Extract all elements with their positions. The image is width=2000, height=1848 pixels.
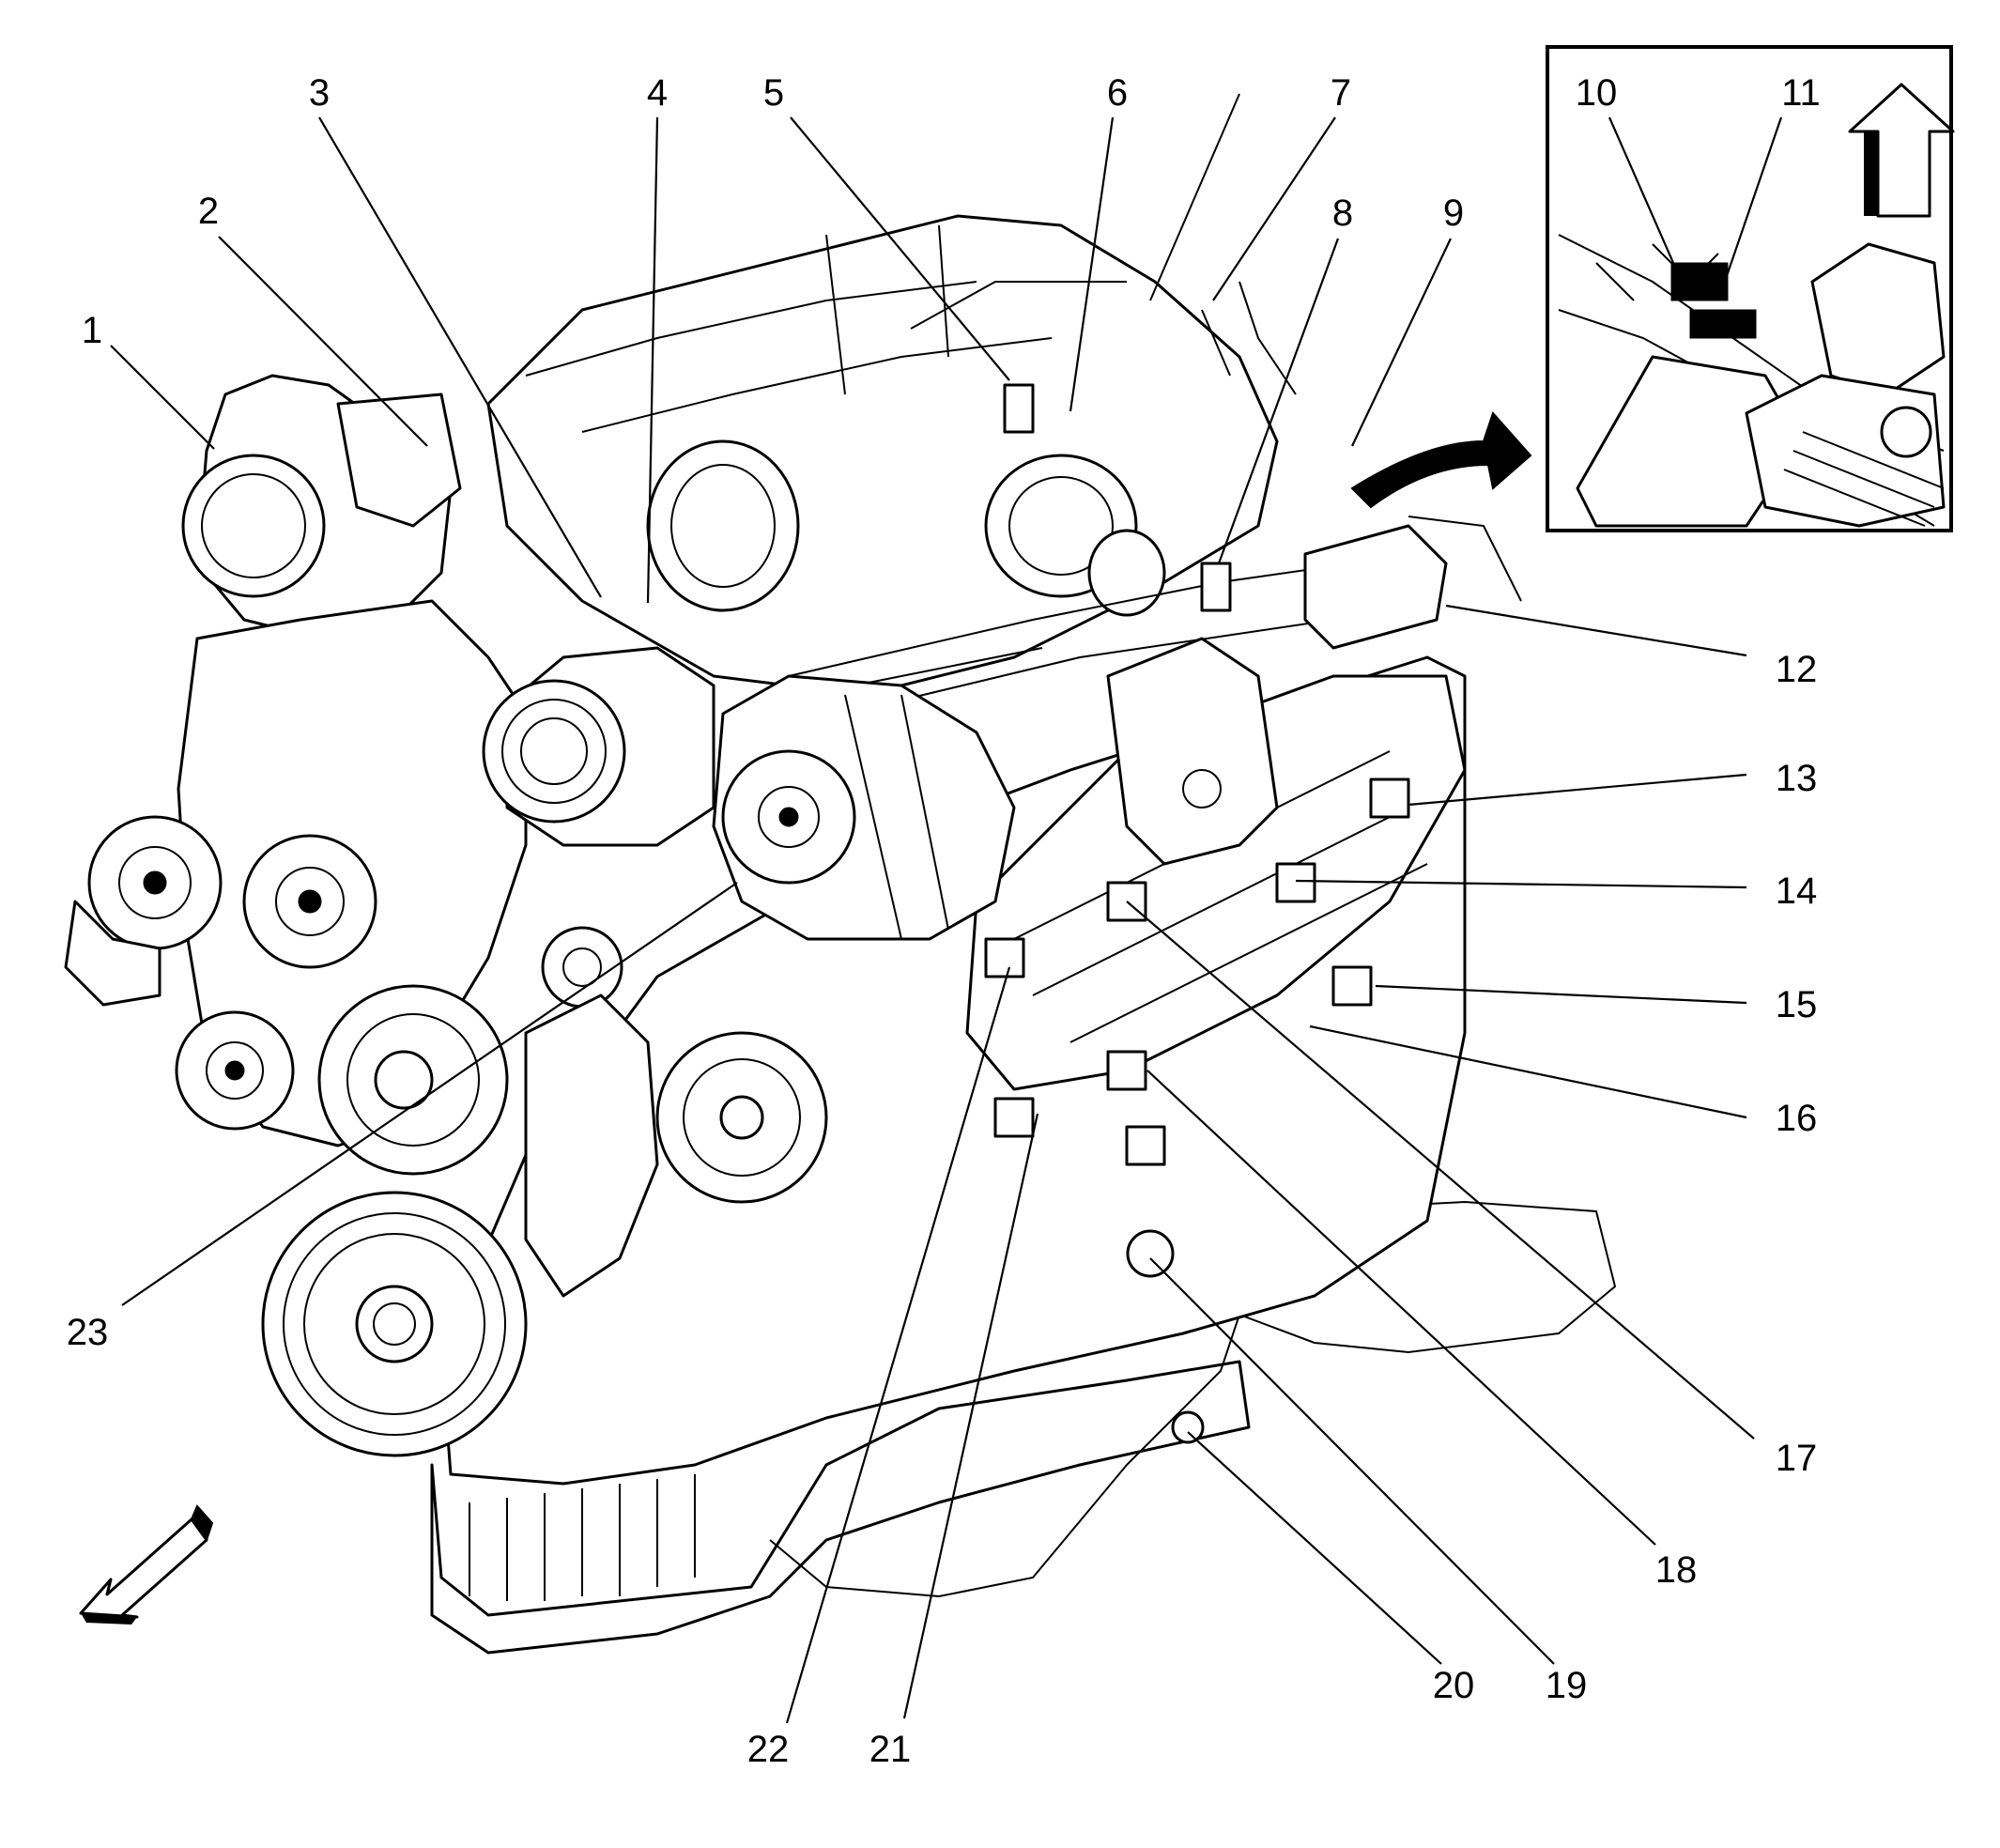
- engine-illustration: [64, 93, 1617, 1655]
- callout-4: 4: [647, 72, 668, 114]
- callout-13: 13: [1776, 758, 1818, 799]
- sensor-connector-i: [993, 1097, 1035, 1138]
- leader-3: [318, 116, 602, 598]
- callout-9: 9: [1443, 192, 1464, 234]
- leader-4: [646, 116, 659, 604]
- leader-11: [1716, 116, 1783, 301]
- ac-compressor-clutch: [482, 679, 626, 824]
- oil-pan: [430, 1360, 1251, 1655]
- leader-1: [110, 345, 215, 450]
- leader-2: [218, 236, 428, 447]
- callout-16: 16: [1776, 1098, 1818, 1139]
- fuel-module: [1106, 637, 1279, 866]
- leader-17: [1126, 901, 1755, 1440]
- leader-7: [1212, 116, 1336, 301]
- leader-9: [1351, 238, 1452, 447]
- leader-5: [790, 116, 1010, 381]
- front-direction-arrow-icon: [79, 1504, 214, 1625]
- tensioner-arm: [64, 900, 162, 1007]
- callout-15: 15: [1776, 984, 1818, 1025]
- callout-17: 17: [1776, 1438, 1818, 1479]
- callout-21: 21: [869, 1729, 912, 1770]
- up-arrow-icon: [1848, 83, 1955, 218]
- sensor-connector-j: [1125, 1125, 1166, 1166]
- sensor-connector-b: [1200, 562, 1232, 612]
- inset-illustration: [1558, 234, 1946, 528]
- sensor-connector-f: [1369, 778, 1410, 819]
- leader-16: [1309, 1024, 1747, 1119]
- leader-15: [1375, 984, 1747, 1005]
- leader-22: [785, 966, 1011, 1724]
- intake-manifold: [486, 214, 1279, 697]
- valve-cover-right: [965, 674, 1467, 1091]
- leader-20: [1187, 1431, 1442, 1665]
- callout-12: 12: [1776, 649, 1818, 690]
- callout-22: 22: [747, 1729, 790, 1770]
- callout-8: 8: [1332, 192, 1353, 234]
- leader-lines: [110, 116, 1783, 1724]
- callout-19: 19: [1546, 1665, 1588, 1706]
- leader-8: [1217, 238, 1340, 564]
- callout-10: 10: [1576, 72, 1618, 114]
- oil-pressure-sensor: [1126, 1229, 1175, 1278]
- leader-21: [902, 1113, 1039, 1719]
- leader-18: [1146, 1070, 1656, 1546]
- idler-pulley-4: [541, 926, 623, 1009]
- leader-14: [1295, 879, 1747, 889]
- callout-labels: 1 2 3 4 5 6 7 8 9 10 11 12 13 14 15 16 1…: [67, 72, 1821, 1770]
- callout-6: 6: [1107, 72, 1128, 114]
- callout-1: 1: [82, 310, 102, 351]
- callout-20: 20: [1433, 1665, 1475, 1706]
- callout-18: 18: [1655, 1549, 1698, 1591]
- callout-23: 23: [67, 1312, 109, 1353]
- bracket-right: [1303, 524, 1448, 650]
- leader-12: [1445, 604, 1747, 657]
- sensor-connector-c: [984, 937, 1025, 978]
- leader-23: [121, 882, 738, 1306]
- sensor-connector-a: [1003, 383, 1035, 434]
- curved-arrow-icon: [1350, 411, 1532, 509]
- throttle-actuator: [336, 393, 462, 528]
- sensor-connector-g: [1331, 965, 1373, 1007]
- leader-10: [1608, 116, 1683, 281]
- callout-11: 11: [1781, 72, 1821, 114]
- sensor-connector-e: [1275, 862, 1316, 903]
- leader-13: [1408, 773, 1747, 807]
- leader-19: [1149, 1257, 1555, 1665]
- sensor-connector-h: [1106, 1050, 1147, 1091]
- intake-duct-small: [1087, 529, 1166, 617]
- transmission-housing: [769, 1200, 1617, 1598]
- callout-5: 5: [763, 72, 784, 114]
- throttle-bore: [181, 454, 326, 598]
- callout-14: 14: [1776, 870, 1818, 912]
- exhaust-manifold-left: [524, 993, 659, 1298]
- callout-7: 7: [1331, 72, 1351, 114]
- leader-6: [1069, 116, 1115, 412]
- inset-detail-view: [1546, 45, 1955, 532]
- drain-plug: [1171, 1410, 1205, 1444]
- callout-3: 3: [309, 72, 330, 114]
- callout-2: 2: [198, 191, 219, 232]
